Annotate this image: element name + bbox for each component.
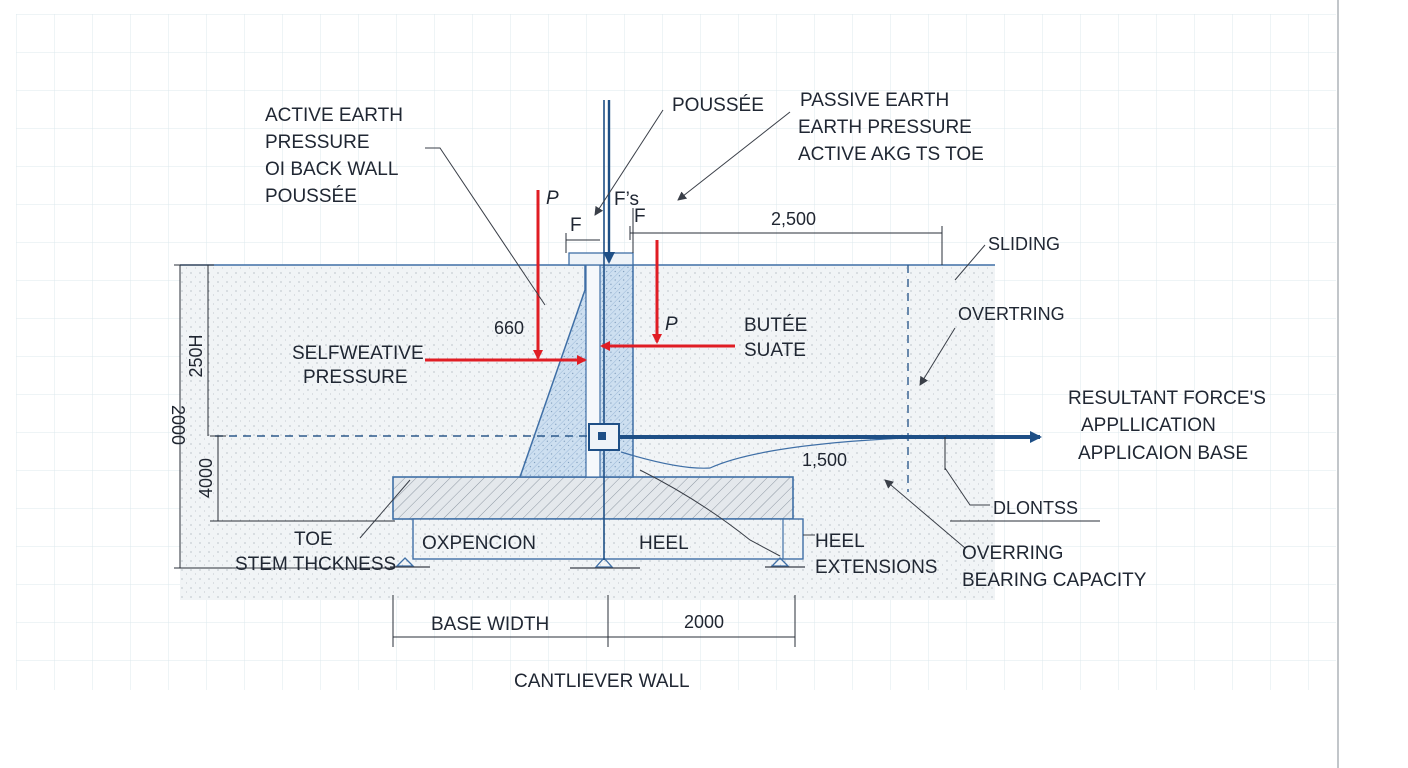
leader-active	[425, 147, 546, 306]
label-dim-4000: 4000	[196, 458, 216, 498]
label-dim-2000v: 2000	[168, 405, 188, 445]
label-poussee-top: POUSSÉE	[672, 95, 764, 116]
label-oxpencion: OXPENCION	[422, 533, 536, 554]
label-butee-2: SUATE	[744, 340, 806, 361]
leader-overtring	[919, 327, 956, 386]
support-right	[765, 557, 805, 568]
label-dlontss: DLONTSS	[993, 498, 1078, 518]
label-heel-ext-2: EXTENSIONS	[815, 557, 937, 578]
leader-sliding	[954, 244, 986, 281]
label-stem-thickness: STEM THCKNESS	[235, 554, 396, 575]
support-center	[570, 557, 640, 569]
pressure-trace-curve	[620, 437, 906, 469]
label-f-left: F	[570, 215, 582, 236]
label-overring: OVERRING	[962, 543, 1063, 564]
label-passive-2: EARTH PRESSURE	[798, 117, 972, 138]
label-selfweight-2: PRESSURE	[303, 367, 408, 388]
label-dim-1500: 1,500	[802, 450, 847, 470]
label-dim-660: 660	[494, 318, 524, 338]
label-passive-3: ACTIVE AKG TS TOE	[798, 144, 984, 165]
label-dim-2000h: 2000	[684, 612, 724, 632]
label-heel-ext-1: HEEL	[815, 531, 865, 552]
label-overtring-1: OVERTRING	[958, 304, 1065, 324]
label-p-left: P	[546, 188, 559, 209]
label-toe: TOE	[294, 529, 333, 550]
label-f-right: F	[634, 206, 646, 227]
label-bearing-capacity: BEARING CAPACITY	[962, 570, 1147, 591]
label-active-earth-3: OI BACK WALL	[265, 159, 398, 180]
base-slab	[392, 476, 794, 520]
label-active-earth-4: POUSSÉE	[265, 186, 357, 207]
label-resultant-3: APPLICAION BASE	[1078, 443, 1248, 464]
leader-passive	[677, 111, 791, 201]
label-dim-250h: 250H	[186, 334, 206, 377]
label-active-earth-2: PRESSURE	[265, 132, 370, 153]
base-key	[412, 518, 804, 560]
leader-poussee	[594, 109, 664, 216]
label-p-right: P	[665, 314, 678, 335]
label-heel-mid: HEEL	[639, 533, 689, 554]
label-resultant-1: RESULTANT FORCE'S	[1068, 388, 1266, 409]
label-sliding: SLIDING	[988, 234, 1060, 254]
leader-toe	[359, 479, 411, 539]
label-base-width: BASE WIDTH	[431, 614, 549, 635]
label-resultant-2: APPLLICATION	[1081, 415, 1216, 436]
resultant-point	[598, 432, 606, 440]
label-dim-2500: 2,500	[771, 209, 816, 229]
label-fs-top: F’s	[614, 189, 639, 210]
label-butee-1: BUTÉE	[744, 315, 807, 336]
support-left	[390, 557, 430, 568]
leader-dlontss	[944, 467, 990, 506]
diagram-title: CANTLIEVER WALL	[514, 671, 690, 692]
heel-curve	[639, 469, 781, 557]
label-selfweight-1: SELFWEATIVE	[292, 343, 424, 364]
leader-overring	[884, 479, 966, 549]
label-passive-1: PASSIVE EARTH	[800, 90, 949, 111]
stem-cap	[568, 252, 634, 266]
label-active-earth-1: ACTIVE EARTH	[265, 105, 403, 126]
